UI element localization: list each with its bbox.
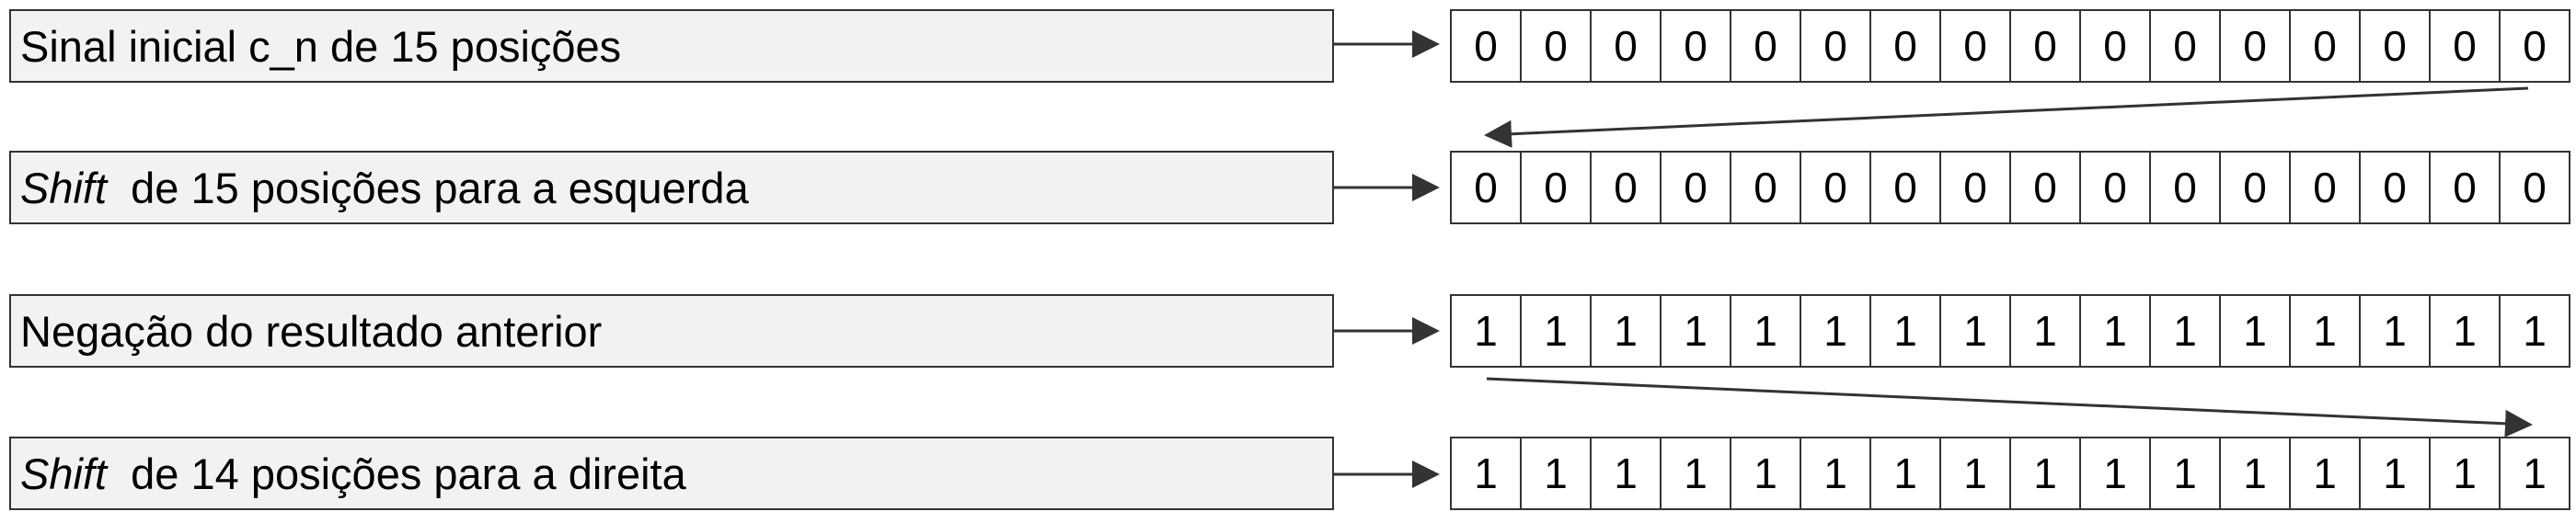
bit-cell: 0 xyxy=(2431,153,2501,222)
bit-cell: 1 xyxy=(1662,438,1731,508)
label-text: Negação do resultado anterior xyxy=(20,306,603,356)
arrow-shift-right-diagonal xyxy=(1486,377,2533,438)
bit-cell: 1 xyxy=(2501,438,2570,508)
bit-cell: 0 xyxy=(2431,11,2501,81)
bit-cell: 0 xyxy=(2291,153,2361,222)
bit-cell: 0 xyxy=(1871,153,1941,222)
bit-cell: 0 xyxy=(1662,153,1731,222)
bit-cell: 1 xyxy=(1871,296,1941,366)
bit-cell: 1 xyxy=(1592,438,1662,508)
bit-cell: 0 xyxy=(2361,11,2431,81)
bit-cell: 1 xyxy=(2291,296,2361,366)
bit-cell: 1 xyxy=(1941,438,2011,508)
bit-cell: 0 xyxy=(1941,11,2011,81)
bit-cell: 1 xyxy=(2501,296,2570,366)
bit-cell: 0 xyxy=(1941,153,2011,222)
bit-cell: 0 xyxy=(2081,153,2151,222)
label-italic-part: Shift xyxy=(20,163,108,212)
bit-cell: 1 xyxy=(1801,296,1871,366)
bit-cell: 0 xyxy=(1801,11,1871,81)
bit-cell: 1 xyxy=(1731,296,1801,366)
row-label: Negação do resultado anterior xyxy=(9,294,1334,368)
bit-cell: 1 xyxy=(2221,438,2291,508)
bit-cell: 1 xyxy=(2011,438,2081,508)
bit-cell: 1 xyxy=(2431,438,2501,508)
bit-cell: 0 xyxy=(1731,153,1801,222)
label-text: de 15 posições para a esquerda xyxy=(107,163,749,212)
bit-cell: 0 xyxy=(1871,11,1941,81)
bit-cell: 0 xyxy=(1801,153,1871,222)
label-italic-part: Shift xyxy=(20,449,108,498)
bit-cell: 0 xyxy=(2151,11,2221,81)
bit-cell: 1 xyxy=(1871,438,1941,508)
bit-cell: 0 xyxy=(2501,11,2570,81)
bit-cell: 1 xyxy=(2081,296,2151,366)
bit-cell: 0 xyxy=(2221,153,2291,222)
bit-cell: 1 xyxy=(2081,438,2151,508)
label-text: de 14 posições para a direita xyxy=(107,449,686,498)
bit-cell: 1 xyxy=(2361,296,2431,366)
bit-cell: 0 xyxy=(2291,11,2361,81)
bit-cell: 1 xyxy=(1522,296,1592,366)
bit-cell: 0 xyxy=(2361,153,2431,222)
bit-cell: 0 xyxy=(1452,153,1522,222)
bit-cell: 0 xyxy=(1731,11,1801,81)
bit-cell: 0 xyxy=(1662,11,1731,81)
bit-cell: 1 xyxy=(1452,296,1522,366)
bit-cell: 0 xyxy=(2011,11,2081,81)
bit-cell: 0 xyxy=(1592,153,1662,222)
bit-cell: 0 xyxy=(1592,11,1662,81)
bit-cell: 1 xyxy=(1522,438,1592,508)
bit-cell: 1 xyxy=(1731,438,1801,508)
bit-cell: 0 xyxy=(2221,11,2291,81)
bit-cell: 1 xyxy=(1452,438,1522,508)
bit-cell: 0 xyxy=(2501,153,2570,222)
bit-cell: 1 xyxy=(2221,296,2291,366)
bit-cell: 0 xyxy=(1452,11,1522,81)
arrow-shift-left-diagonal xyxy=(1484,86,2529,148)
bit-cell: 1 xyxy=(2151,296,2221,366)
bit-cell: 1 xyxy=(1941,296,2011,366)
row-label: Shift de 14 posições para a direita xyxy=(9,437,1334,510)
bit-cell: 0 xyxy=(1522,153,1592,222)
bit-cell: 0 xyxy=(2081,11,2151,81)
row-label: Sinal inicial c_n de 15 posições xyxy=(9,9,1334,83)
bit-cell: 0 xyxy=(1522,11,1592,81)
bit-cell: 1 xyxy=(1592,296,1662,366)
bit-cell: 1 xyxy=(2361,438,2431,508)
bit-cell: 1 xyxy=(2151,438,2221,508)
bit-cell: 1 xyxy=(1801,438,1871,508)
row-label: Shift de 15 posições para a esquerda xyxy=(9,151,1334,224)
bit-cell: 0 xyxy=(2011,153,2081,222)
bit-cell: 1 xyxy=(2291,438,2361,508)
bit-cell: 1 xyxy=(2431,296,2501,366)
bit-cell: 1 xyxy=(1662,296,1731,366)
label-text: Sinal inicial c_n de 15 posições xyxy=(20,21,622,71)
bit-cell: 0 xyxy=(2151,153,2221,222)
bit-cell: 1 xyxy=(2011,296,2081,366)
